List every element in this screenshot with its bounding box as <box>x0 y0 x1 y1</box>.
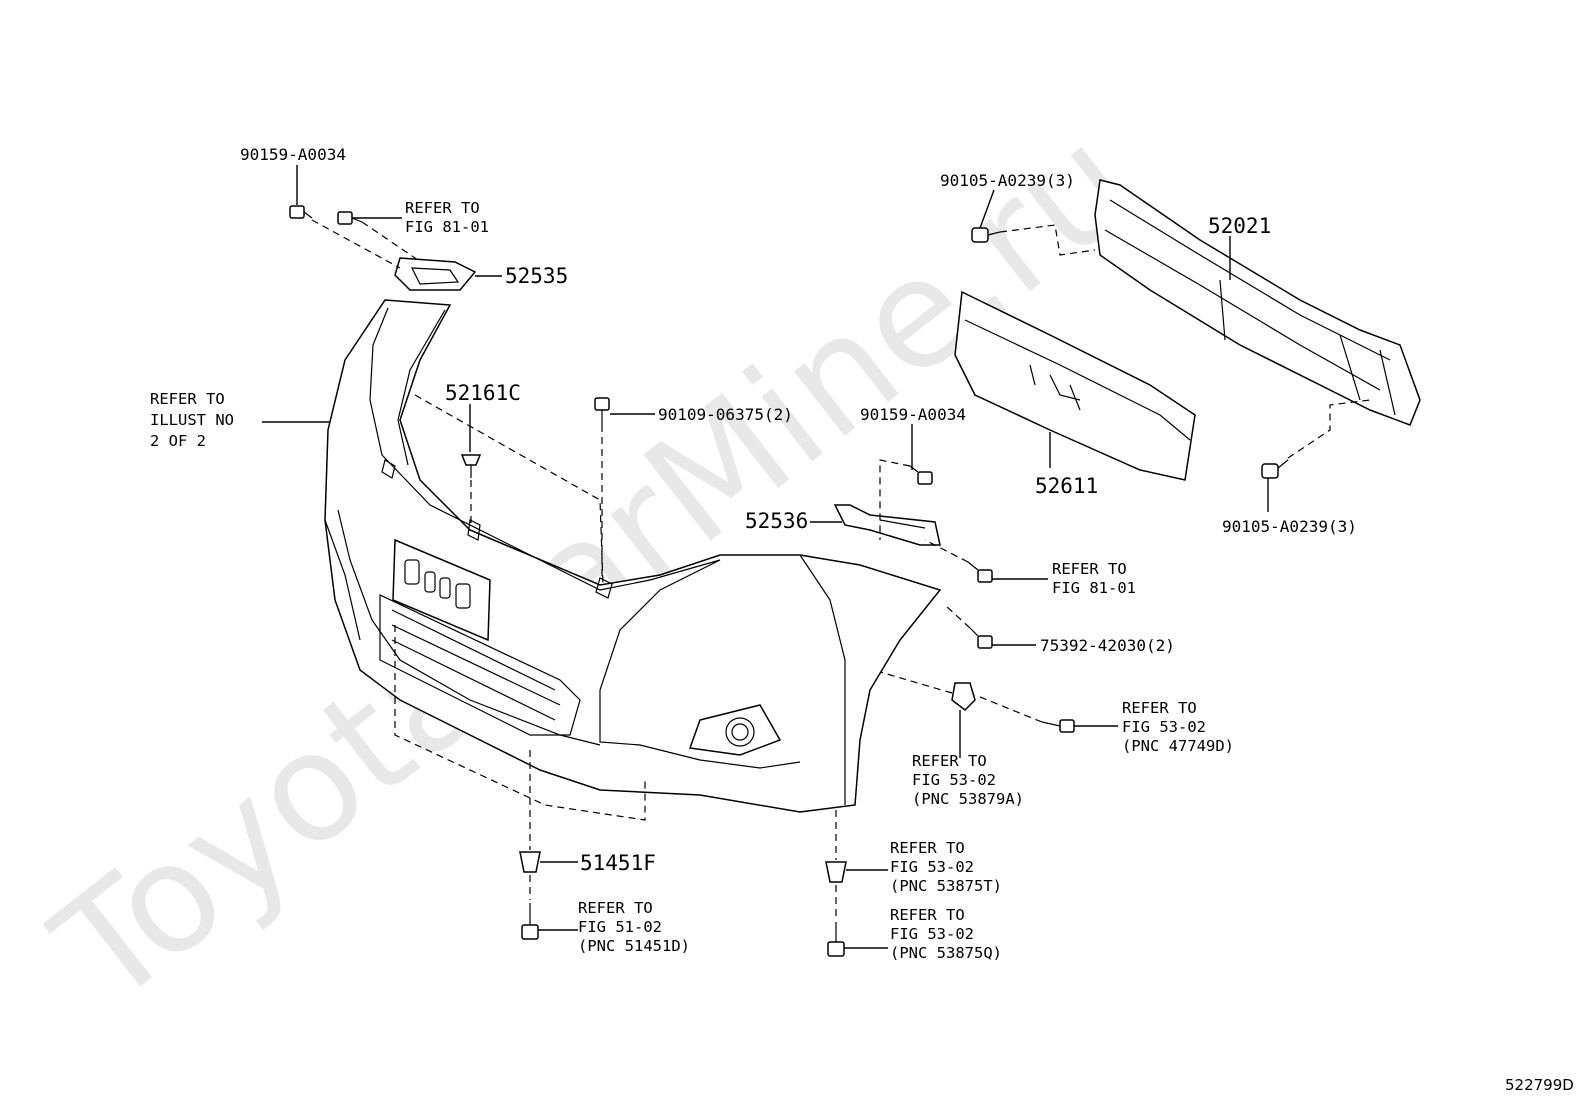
label-refer-mid-1: REFER TO <box>1052 560 1127 578</box>
clip-51451f[interactable] <box>519 851 541 873</box>
bumper-reinforcement[interactable] <box>1094 179 1421 426</box>
label-90105-right: 90105-A0239(3) <box>1222 517 1357 536</box>
label-refer-illust-3: 2 OF 2 <box>150 432 206 450</box>
screw-47749d[interactable] <box>1041 719 1075 733</box>
label-refer-53879-2: FIG 53-02 <box>912 771 996 789</box>
bolt-90105-right[interactable] <box>1261 459 1289 479</box>
label-refer-53875t-2: FIG 53-02 <box>890 858 974 876</box>
front-bumper-cover[interactable] <box>324 299 942 813</box>
label-refer-53875q-3: (PNC 53875Q) <box>890 944 1002 962</box>
label-refer-51451-1: REFER TO <box>578 899 653 917</box>
label-refer-53875t-1: REFER TO <box>890 839 965 857</box>
label-refer-illust-1: REFER TO <box>150 390 225 408</box>
dashed-assembly-lines <box>311 219 1371 920</box>
label-51451f: 51451F <box>580 851 656 875</box>
retainer-53879a[interactable] <box>951 682 976 711</box>
label-refer-53875q-2: FIG 53-02 <box>890 925 974 943</box>
screw-51451d[interactable] <box>521 903 539 940</box>
label-refer-53875t-3: (PNC 53875T) <box>890 877 1002 895</box>
bolt-90109[interactable] <box>594 397 610 425</box>
label-refer-top-2: FIG 81-01 <box>405 218 489 236</box>
label-75392: 75392-42030(2) <box>1040 636 1175 655</box>
label-52536: 52536 <box>745 509 808 533</box>
label-refer-53875q-1: REFER TO <box>890 906 965 924</box>
watermark: ToyotaCarMine.ru <box>24 94 1165 1038</box>
label-90105-top: 90105-A0239(3) <box>940 171 1075 190</box>
label-refer-illust-2: ILLUST NO <box>150 411 234 429</box>
bracket-52535[interactable] <box>394 257 477 291</box>
label-90159-mid: 90159-A0034 <box>860 405 966 424</box>
clip-53875t[interactable] <box>825 861 847 883</box>
label-refer-53879-3: (PNC 53879A) <box>912 790 1024 808</box>
label-52535: 52535 <box>505 264 568 288</box>
clip-52161c[interactable] <box>460 454 482 478</box>
bolt-refer-mid[interactable] <box>967 561 993 583</box>
label-refer-top-1: REFER TO <box>405 199 480 217</box>
screw-75392[interactable] <box>969 627 993 649</box>
energy-absorber[interactable] <box>954 290 1196 481</box>
bracket-52536[interactable] <box>833 504 941 546</box>
screw-90159-mid[interactable] <box>909 465 933 485</box>
label-52611: 52611 <box>1035 474 1098 498</box>
label-refer-mid-2: FIG 81-01 <box>1052 579 1136 597</box>
figure-code: 522799D <box>1505 1076 1574 1094</box>
label-refer-47749-3: (PNC 47749D) <box>1122 737 1234 755</box>
label-refer-47749-2: FIG 53-02 <box>1122 718 1206 736</box>
label-refer-53879-1: REFER TO <box>912 752 987 770</box>
screw-90159-top[interactable] <box>289 205 313 219</box>
label-refer-47749-1: REFER TO <box>1122 699 1197 717</box>
label-52021: 52021 <box>1208 214 1271 238</box>
label-90109: 90109-06375(2) <box>658 405 793 424</box>
leader-lines <box>262 165 1269 949</box>
label-refer-51451-3: (PNC 51451D) <box>578 937 690 955</box>
label-refer-51451-2: FIG 51-02 <box>578 918 662 936</box>
label-90159-top: 90159-A0034 <box>240 145 346 164</box>
screw-53875q[interactable] <box>827 922 845 957</box>
label-52161c: 52161C <box>445 381 521 405</box>
